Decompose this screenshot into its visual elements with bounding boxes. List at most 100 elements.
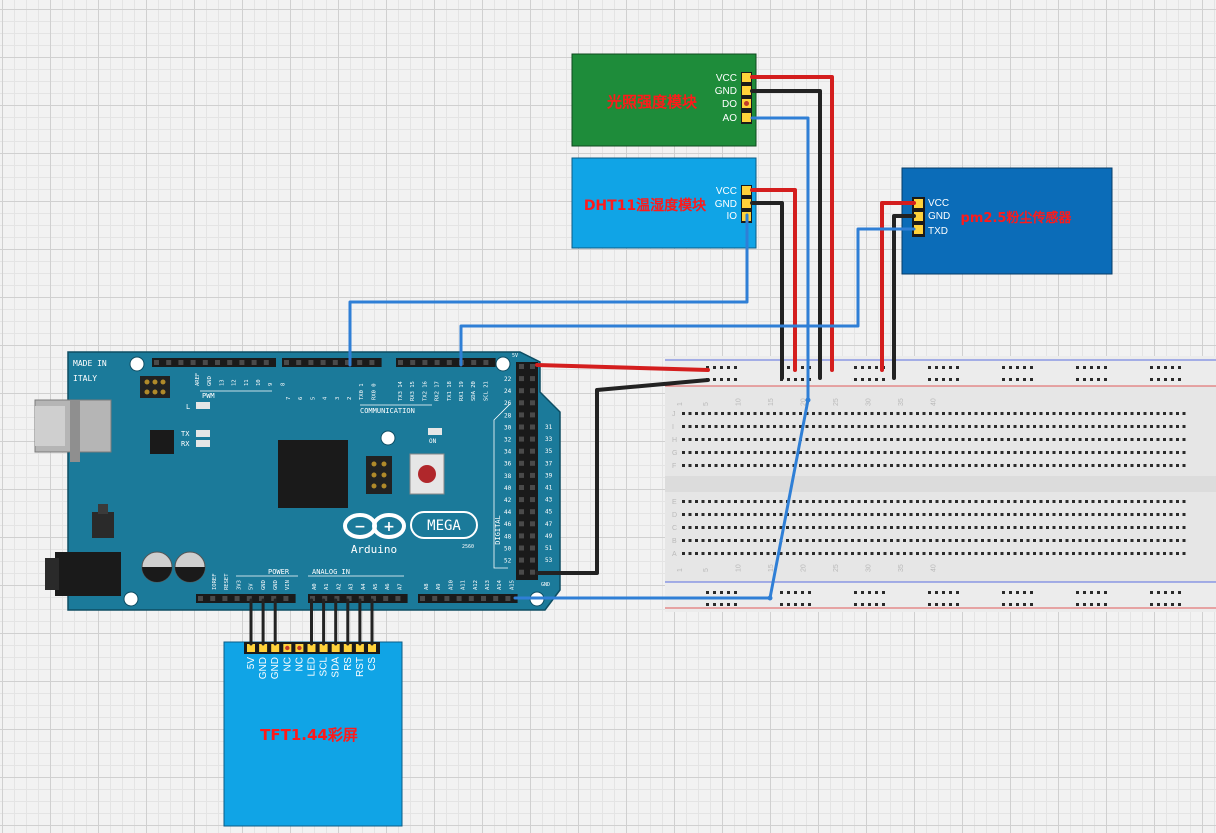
- arduino-header-pin[interactable]: [432, 596, 438, 601]
- breadboard-hole: [948, 438, 952, 441]
- arduino-header-pin[interactable]: [481, 596, 486, 601]
- digital-header-pin[interactable]: [519, 460, 524, 466]
- digital-header-pin[interactable]: [519, 545, 524, 551]
- digital-header-pin[interactable]: [519, 388, 524, 394]
- digital-header-pin[interactable]: [530, 376, 535, 382]
- arduino-header-pin[interactable]: [322, 596, 328, 601]
- arduino-header-pin[interactable]: [346, 596, 352, 601]
- arduino-header-pin[interactable]: [215, 360, 220, 365]
- arduino-header-pin[interactable]: [444, 596, 450, 601]
- arduino-header-pin[interactable]: [210, 596, 216, 601]
- arduino-header-pin[interactable]: [234, 596, 240, 601]
- breadboard-hole: [727, 539, 731, 542]
- digital-header-pin[interactable]: [530, 497, 535, 503]
- arduino-header-pin[interactable]: [357, 360, 363, 365]
- digital-header-pin[interactable]: [530, 424, 535, 430]
- arduino-header-pin[interactable]: [222, 596, 228, 601]
- arduino-header-pin[interactable]: [284, 360, 289, 365]
- arduino-header-pin[interactable]: [422, 360, 428, 365]
- arduino-header-pin[interactable]: [263, 360, 269, 365]
- digital-header-pin[interactable]: [519, 448, 524, 454]
- digital-header-pin[interactable]: [519, 424, 524, 430]
- arduino-header-pin[interactable]: [246, 596, 252, 601]
- arduino-header-pin[interactable]: [178, 360, 184, 365]
- digital-header-pin[interactable]: [519, 364, 524, 369]
- breadboard-hole: [1091, 412, 1095, 415]
- arduino-header-pin[interactable]: [493, 596, 499, 601]
- icsp-header-1: [140, 376, 170, 398]
- digital-header-pin[interactable]: [519, 569, 524, 575]
- arduino-header-pin[interactable]: [320, 360, 326, 365]
- arduino-header-pin[interactable]: [202, 360, 208, 365]
- arduino-pin-label: A3: [349, 583, 355, 590]
- arduino-header-pin[interactable]: [369, 360, 375, 365]
- digital-header-pin[interactable]: [519, 400, 524, 406]
- digital-header-pin[interactable]: [519, 521, 524, 527]
- digital-header-pin[interactable]: [530, 400, 535, 406]
- arduino-header-pin[interactable]: [398, 360, 403, 365]
- arduino-header-pin[interactable]: [308, 360, 314, 365]
- arduino-header-pin[interactable]: [296, 360, 302, 365]
- digital-header-pin[interactable]: [519, 497, 524, 503]
- breadboard-hole: [695, 451, 698, 454]
- digital-header-pin[interactable]: [530, 436, 535, 442]
- arduino-header-pin[interactable]: [190, 360, 196, 365]
- arduino-header-pin[interactable]: [259, 596, 264, 601]
- arduino-header-pin[interactable]: [434, 360, 440, 365]
- arduino-header-pin[interactable]: [227, 360, 233, 365]
- arduino-header-pin[interactable]: [154, 360, 159, 365]
- arduino-header-pin[interactable]: [410, 360, 416, 365]
- arduino-header-pin[interactable]: [332, 360, 338, 365]
- arduino-header-pin[interactable]: [345, 360, 350, 365]
- arduino-header-pin[interactable]: [310, 596, 315, 601]
- arduino-header-pin[interactable]: [456, 596, 462, 601]
- digital-header-pin[interactable]: [530, 448, 535, 454]
- arduino-header-pin[interactable]: [471, 360, 477, 365]
- digital-header-pin[interactable]: [530, 533, 535, 539]
- breadboard-hole: [1176, 513, 1179, 516]
- digital-header-pin[interactable]: [519, 376, 524, 382]
- arduino-header-pin[interactable]: [334, 596, 340, 601]
- digital-header-pin[interactable]: [530, 521, 535, 527]
- arduino-header-pin[interactable]: [358, 596, 364, 601]
- digital-header-pin[interactable]: [530, 412, 535, 418]
- arduino-header-pin[interactable]: [383, 596, 389, 601]
- arduino-header-pin[interactable]: [483, 360, 489, 365]
- arduino-header-pin[interactable]: [198, 596, 203, 601]
- digital-header-pin[interactable]: [530, 460, 535, 466]
- breadboard-hole: [1039, 464, 1043, 467]
- digital-header-pin[interactable]: [530, 364, 535, 369]
- breadboard-holes: [682, 366, 1186, 606]
- digital-header-pin[interactable]: [519, 436, 524, 442]
- arduino-header-pin[interactable]: [166, 360, 172, 365]
- digital-header-pin[interactable]: [519, 533, 524, 539]
- breadboard-hole: [942, 526, 945, 529]
- arduino-header-pin[interactable]: [251, 360, 257, 365]
- digital-header-pin[interactable]: [519, 472, 524, 478]
- digital-header-pin[interactable]: [519, 485, 524, 490]
- arduino-header-pin[interactable]: [395, 596, 401, 601]
- digital-header-pin[interactable]: [530, 545, 535, 551]
- arduino-header-pin[interactable]: [271, 596, 277, 601]
- breadboard-hole: [968, 412, 971, 415]
- arduino-header-pin[interactable]: [505, 596, 511, 601]
- digital-header-pin[interactable]: [519, 412, 524, 418]
- digital-header-pin[interactable]: [530, 509, 535, 515]
- digital-header-pin[interactable]: [530, 557, 535, 563]
- breadboard-hole: [1046, 526, 1049, 529]
- reset-button-cap[interactable]: [418, 465, 436, 483]
- digital-header-pin[interactable]: [530, 569, 535, 575]
- digital-header-pin[interactable]: [530, 472, 535, 478]
- digital-header-pin[interactable]: [530, 485, 535, 490]
- arduino-header-pin[interactable]: [446, 360, 452, 365]
- breadboard-hole: [942, 412, 945, 415]
- arduino-header-pin[interactable]: [468, 596, 474, 601]
- digital-header-pin[interactable]: [519, 557, 524, 563]
- arduino-header-pin[interactable]: [239, 360, 245, 365]
- arduino-header-pin[interactable]: [283, 596, 289, 601]
- arduino-header-pin[interactable]: [371, 596, 376, 601]
- breadboard-hole: [961, 526, 965, 529]
- digital-header-pin[interactable]: [519, 509, 524, 515]
- arduino-header-pin[interactable]: [420, 596, 425, 601]
- digital-header-pin[interactable]: [530, 388, 535, 394]
